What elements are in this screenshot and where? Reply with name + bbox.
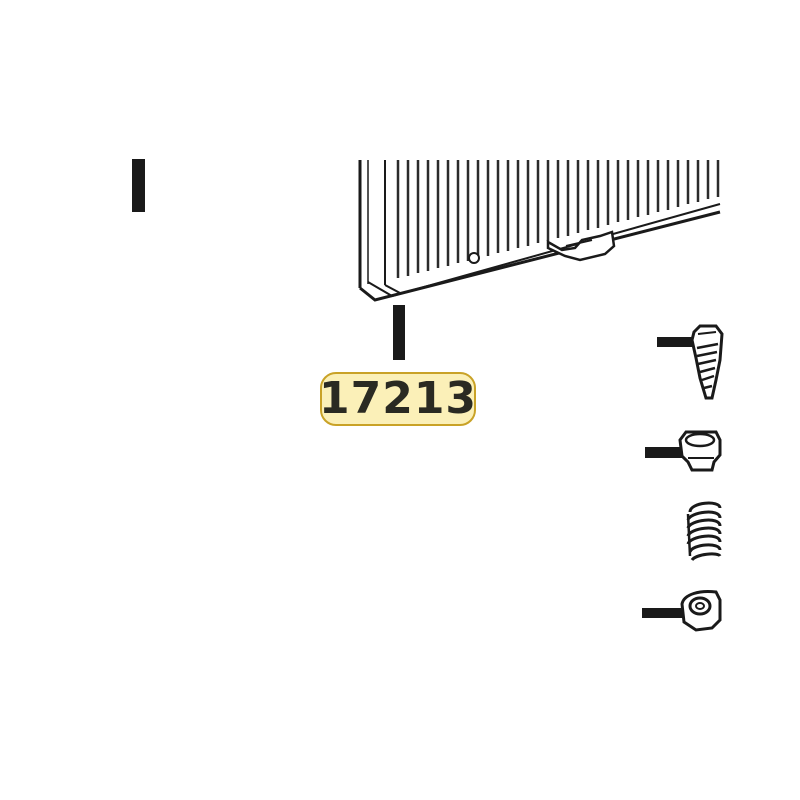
bushing-part [645, 430, 722, 472]
part-number-callout[interactable]: 17213 [318, 372, 478, 426]
filter-element [358, 160, 721, 302]
screw-part [657, 324, 724, 400]
left-index-mark [132, 159, 145, 212]
callout-leader-line [393, 305, 405, 360]
frame-tab [546, 230, 616, 262]
grommet-part [642, 590, 722, 632]
spring-part [686, 501, 722, 562]
bushing-leader-line [645, 447, 683, 458]
part-number-label: 17213 [318, 373, 478, 424]
grommet-leader-line [642, 608, 684, 618]
screw-leader-line [657, 337, 693, 347]
filter-pleats [396, 160, 720, 278]
